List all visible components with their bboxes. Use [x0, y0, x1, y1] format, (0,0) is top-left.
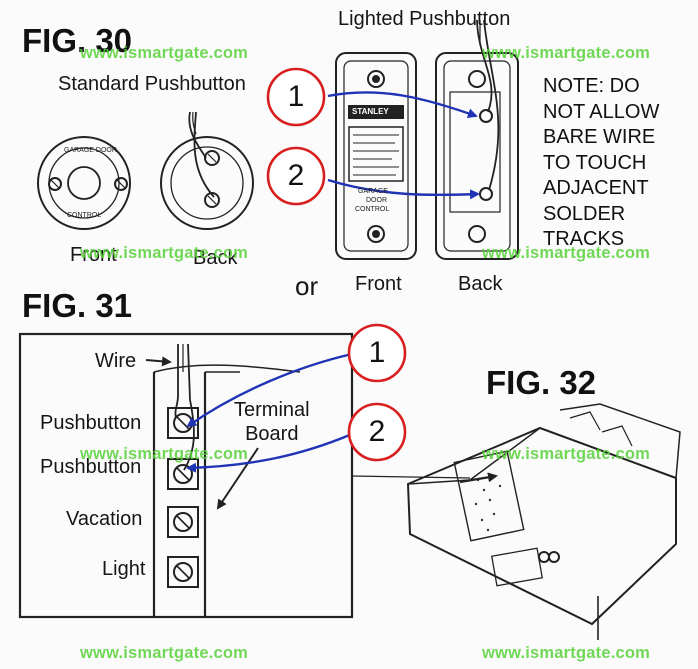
lighted-caption-2: DOOR — [366, 197, 387, 204]
fig31-callout-arrows — [186, 352, 353, 473]
watermark: www.ismartgate.com — [80, 445, 249, 463]
standard-pushbutton-front — [37, 136, 131, 230]
standard-pushbutton-back — [160, 111, 254, 230]
opener-terminal-speckle — [474, 478, 502, 532]
wire-label: Wire — [95, 350, 137, 372]
standard-pushbutton-title: Standard Pushbutton — [58, 73, 246, 95]
fig30-callout-arrows — [327, 91, 480, 200]
terminal-pushbutton-1: Pushbutton — [40, 412, 142, 434]
opener-unit — [351, 403, 681, 640]
standard-back-label: Back — [193, 247, 238, 269]
watermark: www.ismartgate.com — [482, 244, 651, 262]
lighted-back-label: Back — [458, 273, 503, 295]
standard-front-label: Front — [70, 244, 117, 266]
lighted-caption-1: GARAGE — [358, 188, 388, 195]
watermark: www.ismartgate.com — [80, 44, 249, 62]
or-label: or — [295, 271, 319, 301]
fig31-callout-1: 1 — [368, 336, 386, 369]
watermark: www.ismartgate.com — [80, 244, 249, 262]
opener-black-arrow — [459, 472, 498, 484]
fig30-callout-circles — [266, 67, 326, 206]
lighted-brand: STANLEY — [352, 107, 389, 116]
fig30-callout-1: 1 — [287, 80, 305, 113]
lighted-caption-3: CONTROL — [355, 206, 390, 213]
watermark: www.ismartgate.com — [482, 44, 651, 62]
button-top-text: GARAGE DOOR — [64, 147, 117, 154]
terminal-screws — [167, 407, 199, 588]
fig31-black-arrows — [145, 356, 259, 510]
terminal-board-panel — [18, 332, 354, 619]
fig31-callout-2: 2 — [368, 415, 386, 448]
watermark: www.ismartgate.com — [482, 445, 651, 463]
lighted-pushbutton-title: Lighted Pushbutton — [338, 8, 511, 30]
fig30-title: FIG. 30 — [22, 22, 133, 59]
terminal-pushbutton-2: Pushbutton — [40, 456, 142, 478]
lighted-pushbutton-front — [335, 52, 417, 260]
fig31-title: FIG. 31 — [22, 287, 133, 324]
lighted-pushbutton-back — [435, 19, 519, 260]
terminal-light: Light — [102, 558, 146, 580]
fig30-callout-2: 2 — [287, 159, 305, 192]
fig32-title: FIG. 32 — [486, 364, 597, 401]
fig31-callout-circles — [347, 323, 407, 462]
watermark: www.ismartgate.com — [482, 644, 651, 662]
terminal-vacation: Vacation — [66, 508, 143, 530]
terminal-board-label: Terminal Board — [234, 399, 310, 445]
button-bottom-text: CONTROL — [67, 212, 102, 219]
note-text: NOTE: DO NOT ALLOW BARE WIRE TO TOUCH AD… — [543, 75, 660, 250]
lighted-front-label: Front — [355, 273, 402, 295]
watermark: www.ismartgate.com — [80, 644, 249, 662]
